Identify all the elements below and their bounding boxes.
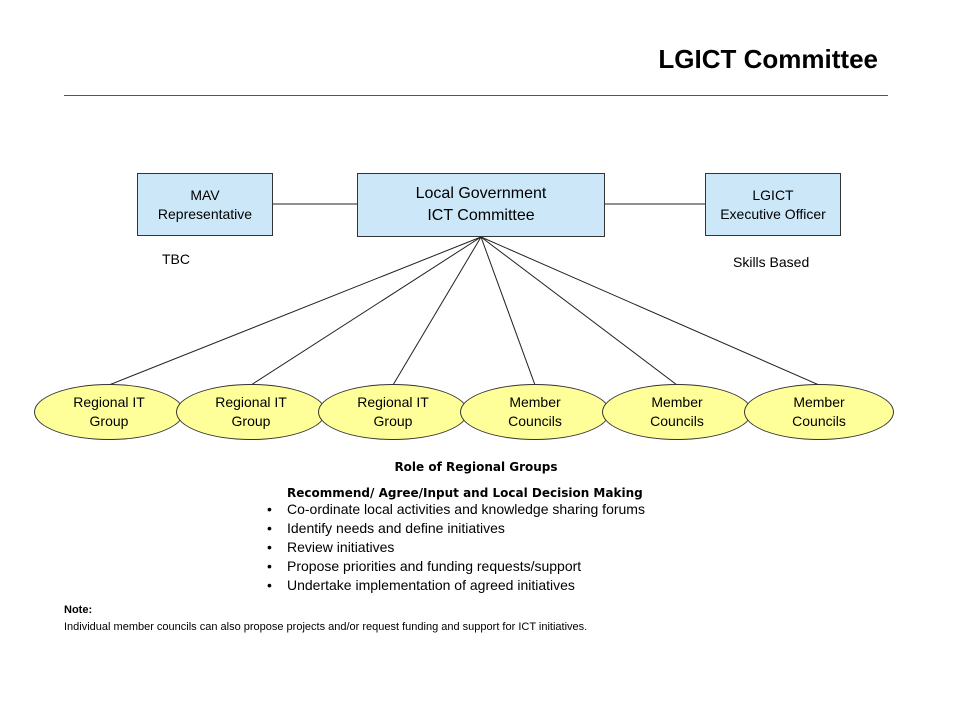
group-line2: Group <box>231 413 271 429</box>
group-line1: Regional IT <box>73 394 145 410</box>
connector-group-6 <box>480 236 820 386</box>
list-item: Propose priorities and funding requests/… <box>267 557 645 576</box>
list-item: Identify needs and define initiatives <box>267 519 645 538</box>
group-ellipse: Regional IT Group <box>176 384 326 440</box>
group-line1: Member <box>793 394 845 410</box>
role-heading: Role of Regional Groups <box>394 460 558 474</box>
mav-representative-box: MAV Representative <box>137 173 273 236</box>
note-text: Individual member councils can also prop… <box>64 621 588 633</box>
group-line1: Regional IT <box>357 394 429 410</box>
page-title: LGICT Committee <box>658 44 878 74</box>
group-line2: Councils <box>650 413 704 429</box>
group-ellipse: Member Councils <box>602 384 752 440</box>
note-label: Note: <box>64 604 93 616</box>
group-ellipse: Regional IT Group <box>34 384 184 440</box>
role-subheading: Recommend/ Agree/Input and Local Decisio… <box>287 486 643 500</box>
group-line1: Member <box>509 394 561 410</box>
role-list: Co-ordinate local activities and knowled… <box>267 500 645 595</box>
title-divider <box>64 95 888 96</box>
group-line1: Member <box>651 394 703 410</box>
group-line1: Regional IT <box>215 394 287 410</box>
list-item: Review initiatives <box>267 538 645 557</box>
connector-group-1 <box>108 236 482 386</box>
executive-officer-box: LGICT Executive Officer <box>705 173 841 236</box>
ict-committee-box: Local Government ICT Committee <box>357 173 605 237</box>
main-box-line1: Local Government <box>415 185 547 202</box>
group-line2: Councils <box>792 413 846 429</box>
group-line2: Councils <box>508 413 562 429</box>
skills-based-label: Skills Based <box>733 254 810 270</box>
main-box-line2: ICT Committee <box>427 207 535 224</box>
group-line2: Group <box>89 413 129 429</box>
mav-box-line2: Representative <box>157 205 253 222</box>
group-ellipse: Member Councils <box>744 384 894 440</box>
connector-group-5 <box>480 236 678 386</box>
exec-box-line1: LGICT <box>752 186 794 203</box>
group-ellipse: Regional IT Group <box>318 384 468 440</box>
connector-group-4 <box>480 236 536 386</box>
connector-group-3 <box>392 236 482 386</box>
mav-box-line1: MAV <box>190 186 220 203</box>
connector-group-2 <box>250 236 482 386</box>
list-item: Undertake implementation of agreed initi… <box>267 576 645 595</box>
exec-box-line2: Executive Officer <box>720 205 826 222</box>
group-line2: Group <box>373 413 413 429</box>
group-ellipse: Member Councils <box>460 384 610 440</box>
list-item: Co-ordinate local activities and knowled… <box>267 500 645 519</box>
tbc-label: TBC <box>162 251 190 267</box>
